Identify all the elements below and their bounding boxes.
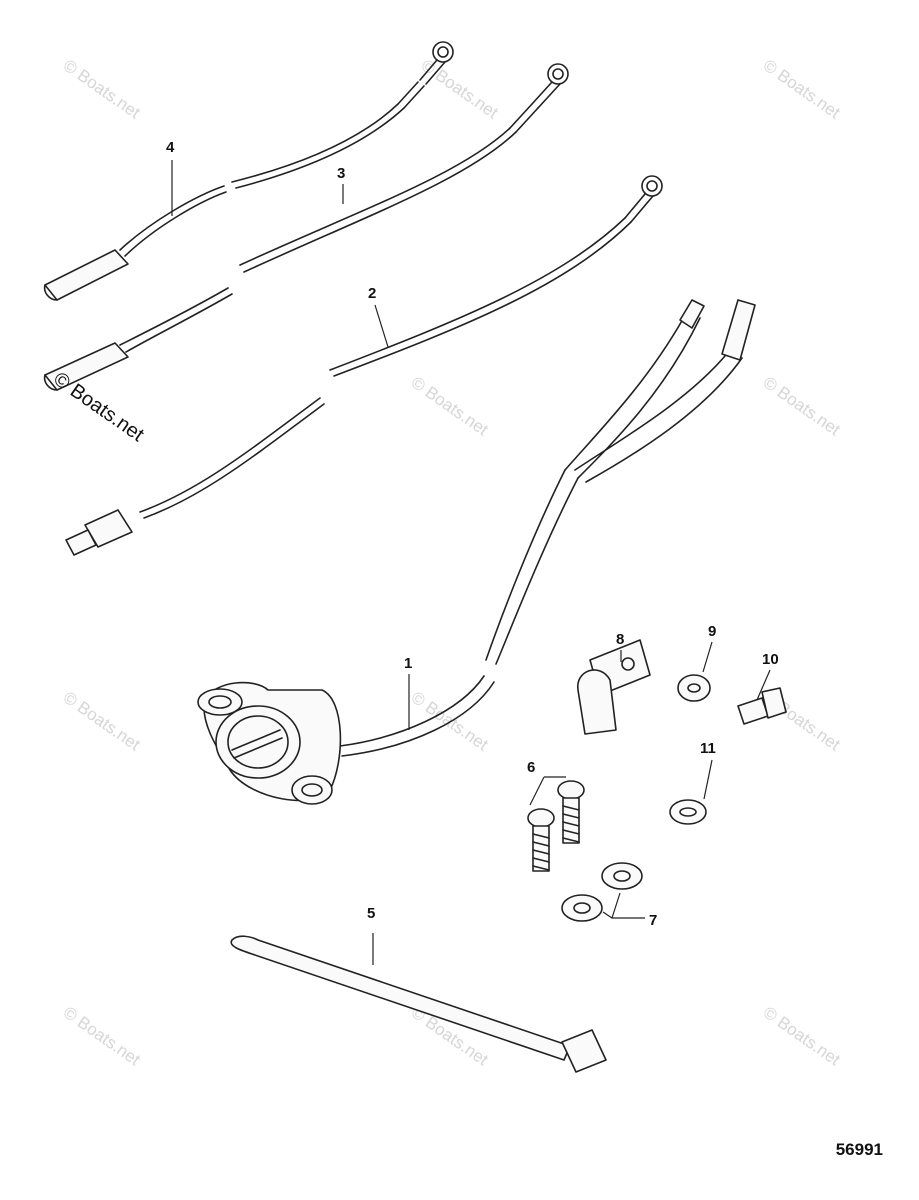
- part-5-cable-tie: [230, 935, 607, 1073]
- watermark: © Boats.net: [418, 56, 502, 123]
- callout-4: 4: [166, 139, 175, 156]
- callout-5: 5: [367, 905, 375, 922]
- callout-1: 1: [404, 655, 412, 672]
- callout-7: 7: [649, 912, 657, 929]
- part-3-lead-wire: [43, 63, 569, 391]
- callout-6: 6: [527, 759, 535, 776]
- watermark: © Boats.net: [60, 688, 144, 755]
- callout-8: 8: [616, 631, 624, 648]
- part-9-washer: [677, 674, 711, 702]
- callout-2: 2: [368, 285, 376, 302]
- part-4-lead-wire: [43, 41, 454, 301]
- callout-11: 11: [700, 740, 716, 757]
- watermark: © Boats.net: [60, 56, 144, 123]
- watermark: © Boats.net: [408, 373, 492, 440]
- callout-9: 9: [708, 623, 716, 640]
- leader-lines: [171, 160, 771, 965]
- part-10-bolt: [737, 687, 787, 725]
- callout-10: 10: [762, 651, 779, 668]
- callouts: 4 3 2 1 8 9 10 11 6 7 5: [166, 139, 779, 929]
- watermark: © Boats.net: [760, 56, 844, 123]
- callout-3: 3: [337, 165, 345, 182]
- watermark: © Boats.net: [760, 373, 844, 440]
- watermark: © Boats.net: [760, 1003, 844, 1070]
- part-7-washers: [561, 862, 643, 922]
- watermark: © Boats.net: [60, 1003, 144, 1070]
- part-6-screws: [527, 780, 585, 872]
- part-8-clamp: [577, 639, 651, 735]
- figure-number: 56991: [835, 1140, 883, 1159]
- watermark: © Boats.net: [408, 688, 492, 755]
- part-2-lead-wire: [65, 175, 663, 556]
- part-11-lock-washer: [669, 799, 707, 825]
- part-1-sensor: [197, 299, 756, 805]
